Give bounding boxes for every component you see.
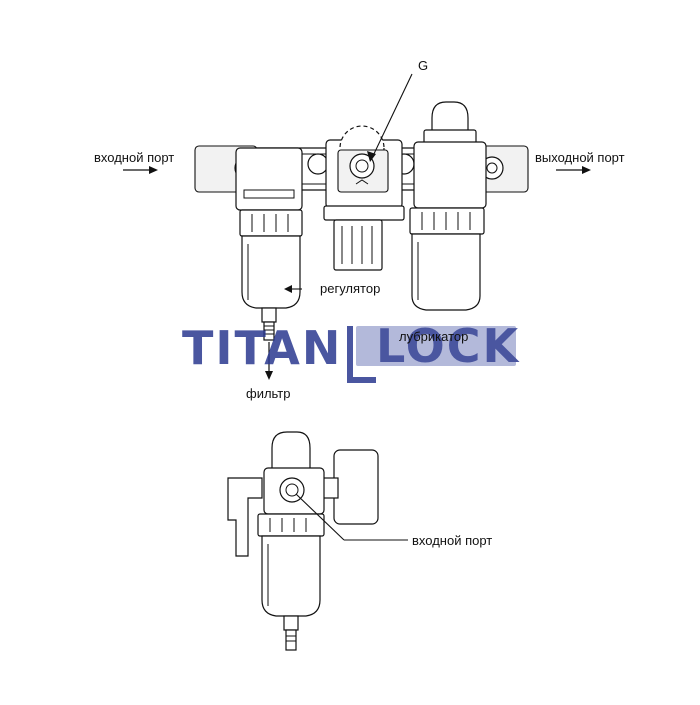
watermark-right: LOCK (376, 319, 521, 373)
top-assembly (123, 73, 591, 380)
bottom-assembly (227, 431, 408, 651)
label-filter: фильтр (246, 386, 290, 401)
inlet-port-leader (295, 493, 345, 541)
filter-unit (235, 147, 303, 341)
label-g: G (418, 58, 428, 73)
g-leader (367, 73, 413, 162)
lubricator-unit (409, 101, 487, 311)
inlet-arrow-top (123, 166, 158, 174)
regulator-unit (323, 125, 405, 271)
outlet-arrow (556, 166, 591, 174)
label-regulator: регулятор (320, 281, 380, 296)
filter-pointer-arrow (284, 285, 302, 293)
watermark-left: TITAN (182, 321, 342, 375)
titanlock-watermark: TITAN LOCK (182, 319, 521, 383)
filter-drain-arrow (265, 342, 273, 380)
label-lubricator: лубрикатор (399, 329, 468, 344)
label-inlet-port-bottom: входной порт (412, 533, 492, 548)
label-inlet-port-top: входной порт (94, 150, 174, 165)
label-outlet-port: выходной порт (535, 150, 625, 165)
